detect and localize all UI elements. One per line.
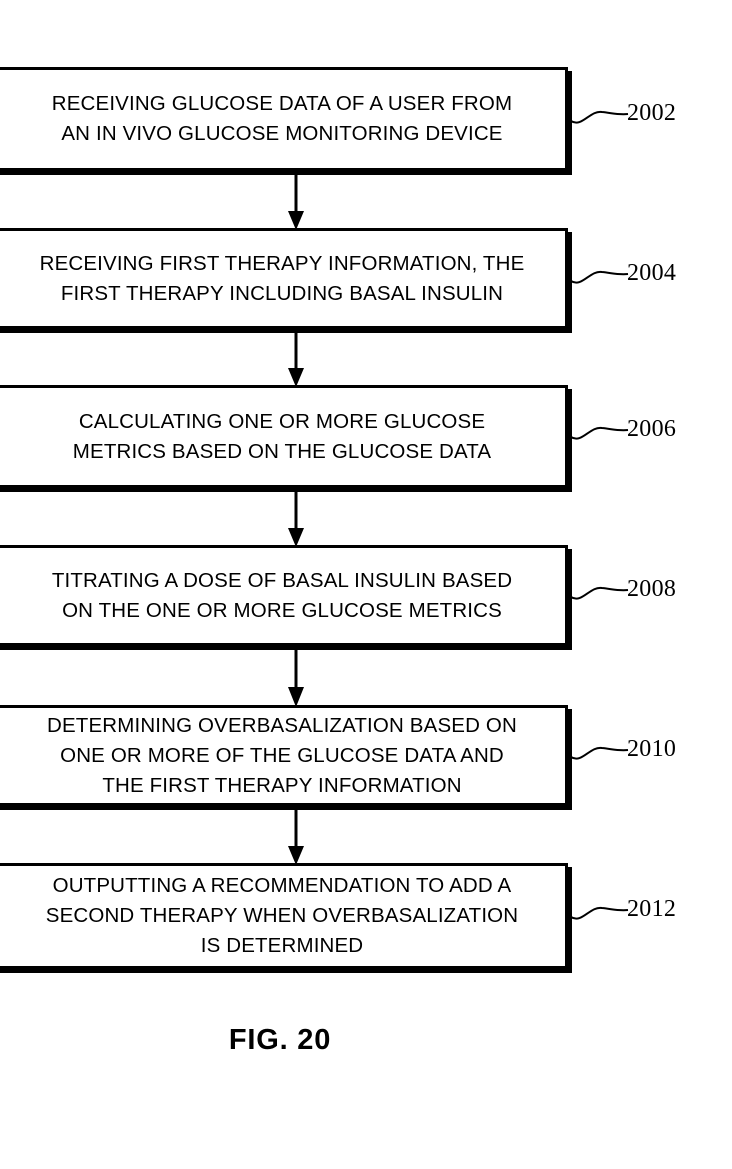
flowchart-step-2004: RECEIVING FIRST THERAPY INFORMATION, THE…	[0, 228, 568, 329]
flowchart-step-2010-text: DETERMINING OVERBASALIZATION BASED ON ON…	[47, 713, 517, 797]
leader-line-2006	[570, 426, 629, 440]
flowchart-step-2012-text: OUTPUTTING A RECOMMENDATION TO ADD A SEC…	[45, 874, 519, 957]
leader-line-2012	[570, 906, 629, 920]
reference-numeral-2004: 2004	[627, 260, 677, 286]
reference-numeral-2006: 2006	[627, 416, 677, 442]
connector-arrow-2008-to-2010	[288, 645, 304, 707]
leader-line-2004	[570, 270, 629, 284]
connector-arrow-2010-to-2012	[288, 805, 304, 865]
leader-line-2002	[570, 110, 629, 124]
reference-numeral-2008: 2008	[627, 576, 677, 602]
flowchart-step-2012: OUTPUTTING A RECOMMENDATION TO ADD A SEC…	[0, 863, 568, 969]
leader-line-2008	[570, 586, 629, 600]
reference-numeral-2010: 2010	[627, 736, 677, 762]
flowchart-step-2008: TITRATING A DOSE OF BASAL INSULIN BASED …	[0, 545, 568, 646]
flowchart-step-2002-text: RECEIVING GLUCOSE DATA OF A USER FROM AN…	[51, 92, 513, 145]
reference-numeral-2012: 2012	[627, 896, 677, 922]
connector-arrow-2004-to-2006	[288, 328, 304, 387]
figure-caption: FIG. 20	[228, 1024, 332, 1056]
leader-line-2010	[570, 746, 629, 760]
connector-arrow-2002-to-2004	[288, 170, 304, 230]
reference-numeral-2002: 2002	[627, 100, 677, 126]
connector-arrow-2006-to-2008	[288, 487, 304, 547]
flowchart-step-2006: CALCULATING ONE OR MORE GLUCOSE METRICS …	[0, 385, 568, 488]
flowchart-step-2004-text: RECEIVING FIRST THERAPY INFORMATION, THE…	[39, 251, 525, 305]
flowchart-step-2006-text: CALCULATING ONE OR MORE GLUCOSE METRICS …	[72, 409, 492, 463]
flowchart-step-2010: DETERMINING OVERBASALIZATION BASED ON ON…	[0, 705, 568, 806]
flowchart-step-2002: RECEIVING GLUCOSE DATA OF A USER FROM AN…	[0, 67, 568, 171]
flowchart-step-2008-text: TITRATING A DOSE OF BASAL INSULIN BASED …	[51, 568, 513, 622]
